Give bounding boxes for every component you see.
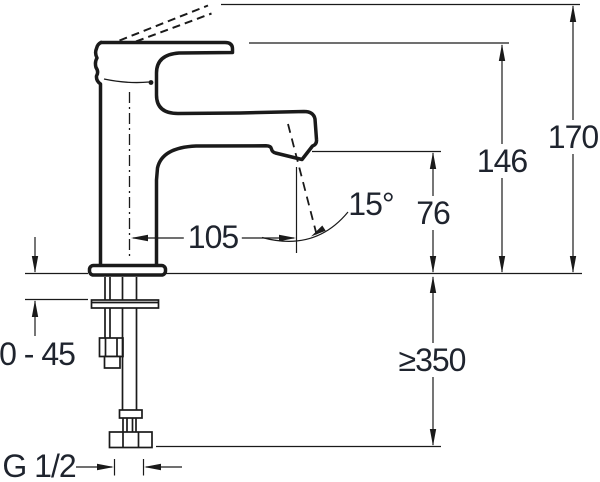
arrow-down-0-45 [31, 256, 39, 273]
raised-handle-upper-line [119, 4, 209, 42]
stud-end-cap [103, 355, 121, 369]
water-stream-dashed-line [287, 123, 318, 237]
raised-handle-lower-line [135, 12, 212, 43]
faucet-left-edge-hub [93, 40, 103, 266]
arrow-up-170 [569, 5, 577, 22]
clamping-plate [90, 299, 160, 309]
base-flange [87, 263, 168, 277]
dim-label-thread-size: G 1/2 [2, 448, 76, 482]
hub-seam-joint-dot [148, 80, 154, 85]
hub-seam-line [103, 78, 150, 84]
hose-fitting [118, 409, 143, 419]
faucet-body-contour [99, 40, 319, 266]
dim-label-spout-outlet-height: 76 [412, 196, 454, 230]
dim-label-stream-angle: 15° [348, 186, 394, 222]
angle-arc-15deg [261, 211, 349, 242]
hex-connection-nut [108, 431, 153, 449]
dim-label-overall-height: 170 [543, 120, 600, 154]
arrow-right-g12 [97, 463, 114, 471]
dimension-lines [34, 6, 574, 476]
dim-label-deck-thickness-range: 0 - 45 [0, 336, 76, 372]
arrow-up-0-45 [31, 300, 39, 317]
arrow-up-146 [498, 44, 506, 61]
under-counter-assembly [90, 277, 160, 449]
arrow-left-g12 [144, 463, 161, 471]
dim-label-min-supply-length: ≥350 [394, 343, 470, 377]
extension-lines [25, 3, 582, 448]
dim-label-spout-reach: 105 [183, 220, 243, 254]
dimension-arrowheads [31, 5, 577, 471]
raised-handle-dashed [119, 4, 212, 43]
arrow-up-350 [429, 276, 437, 293]
faucet-outline [87, 40, 319, 277]
arrow-up-76 [429, 152, 437, 169]
arrow-right-105 [279, 234, 296, 242]
dim-label-handle-height: 146 [472, 144, 532, 178]
fixing-nut [98, 337, 124, 358]
arrow-down-76 [429, 256, 437, 273]
arrow-angle-15deg [311, 225, 326, 237]
arrow-down-170 [569, 256, 577, 273]
arrow-left-105 [131, 234, 148, 242]
arrow-down-350 [429, 429, 437, 446]
arrow-down-146 [498, 256, 506, 273]
